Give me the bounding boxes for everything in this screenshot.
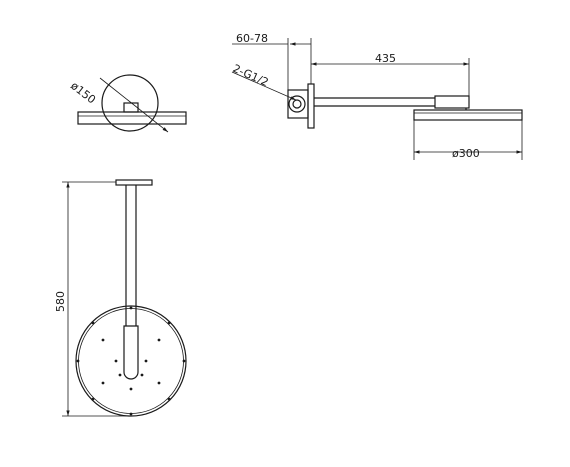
inlet-depth-label: 60-78: [236, 32, 268, 45]
side-view: 60-78 435 2-G1/2 ø300: [231, 32, 523, 160]
flange-plate: [77, 111, 187, 125]
inlet-body: [287, 89, 309, 119]
shower-head-side: [413, 109, 523, 121]
flange-stub: [123, 102, 139, 113]
drop-length-label: 580: [54, 291, 67, 312]
thread-label: 2-G1/2: [231, 62, 271, 89]
arm-connector: [434, 95, 470, 109]
shower-head-rim: [78, 308, 184, 414]
ceiling-plate: [115, 179, 153, 186]
nozzles: [76, 306, 186, 416]
arm-length-label: 435: [375, 52, 396, 65]
head-diameter-label: ø300: [452, 147, 480, 160]
front-view: 580: [54, 179, 187, 417]
inlet-outer-circle: [288, 95, 306, 113]
flange-diameter-label: ø150: [68, 79, 98, 106]
head-arm-connector: [123, 325, 139, 380]
flange-view: ø150: [68, 74, 187, 133]
wall-plate: [307, 83, 315, 129]
inlet-inner-circle: [292, 99, 302, 109]
flange-diameter-leader: [99, 77, 169, 133]
thread-leader: [231, 71, 297, 101]
flange-circle: [101, 74, 159, 132]
